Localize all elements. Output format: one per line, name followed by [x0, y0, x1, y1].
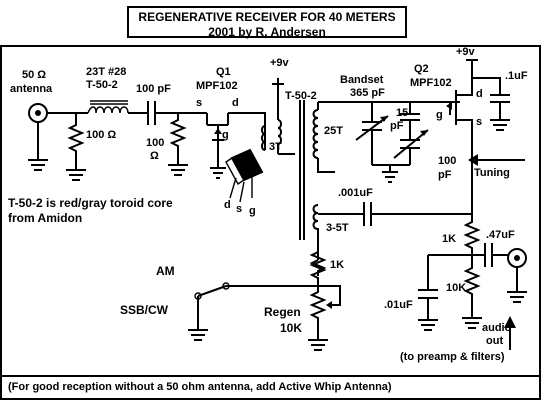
coil-3t — [261, 84, 282, 154]
c15-unit-label: pF — [390, 120, 404, 132]
q2-g-label: g — [436, 109, 443, 121]
pkg-g-label: g — [249, 205, 256, 217]
tuning-arrow — [420, 130, 428, 136]
cap-100pf — [147, 101, 156, 125]
res-1k-b-label: 1K — [442, 233, 457, 245]
q2-s-label: s — [476, 116, 483, 128]
audio-label-1: audio — [482, 322, 512, 334]
regen-value-label: 10K — [280, 321, 303, 335]
q1-g-label: g — [222, 129, 229, 141]
bandset-value-label: 365 pF — [350, 87, 385, 99]
note-line2: from Amidon — [8, 211, 83, 225]
res-10k — [462, 255, 482, 329]
plus9v-1-label: +9v — [270, 57, 289, 69]
res-10k-label: 10K — [446, 282, 467, 294]
q1-d-label: d — [232, 97, 239, 109]
antenna-label: antenna — [10, 83, 53, 95]
plus9v-2-label: +9v — [456, 46, 475, 58]
title: REGENERATIVE RECEIVER FOR 40 METERS — [138, 10, 396, 24]
antenna-ohms-label: 50 Ω — [22, 69, 47, 81]
c100-unit-label: pF — [438, 169, 452, 181]
pot-regen — [308, 285, 328, 351]
cap-tuning — [393, 128, 429, 165]
res-1k-a-label: 1K — [330, 259, 345, 271]
regen-wiper — [318, 285, 341, 306]
coil-23t — [87, 100, 129, 114]
cap-01uf-top — [472, 77, 510, 131]
tuning-ground — [372, 164, 410, 183]
cap-47uf-label: .47uF — [486, 229, 515, 241]
three-t-label: 3T — [269, 141, 282, 153]
coil-25t — [312, 109, 319, 159]
am-label: AM — [156, 264, 175, 278]
audio-out-connector — [507, 248, 527, 268]
c100-label: 100 — [438, 155, 457, 167]
audio-arrow-head — [504, 316, 516, 328]
res2-unit-label: Ω — [150, 150, 159, 162]
twentyfive-t-label: 25T — [324, 125, 343, 137]
wire-25t — [317, 101, 460, 173]
q1-fet — [206, 113, 229, 179]
res-100-gate — [168, 113, 188, 176]
title-box: REGENERATIVE RECEIVER FOR 40 METERS 2001… — [127, 6, 407, 39]
cap-001uf — [318, 202, 472, 226]
c15-label: 15 — [396, 107, 409, 119]
coil1-core-label: T-50-2 — [86, 79, 118, 91]
res2-value-label: 100 — [146, 137, 165, 149]
cap-15pf — [400, 102, 420, 128]
q1-label: Q1 — [216, 66, 231, 78]
subtitle: 2001 by R. Andersen — [208, 25, 326, 39]
cap-001uf-label: .001uF — [338, 187, 373, 199]
t50-2-label: T-50-2 — [285, 90, 317, 102]
ssb-cw-label: SSB/CW — [120, 303, 168, 317]
fet-package — [225, 148, 264, 203]
res-1k-regen — [309, 248, 327, 285]
cap1-label: 100 pF — [136, 83, 171, 95]
q2-d-label: d — [476, 88, 483, 100]
coil1-turns-label: 23T #28 — [86, 66, 127, 78]
res1-label: 100 Ω — [86, 129, 117, 141]
note-line1: T-50-2 is red/gray toroid core — [8, 196, 173, 210]
toroid-core — [299, 100, 305, 240]
q2-part-label: MPF102 — [410, 77, 452, 89]
schematic-frame — [0, 45, 541, 400]
antenna-connector — [28, 103, 48, 123]
audio-label-2: out — [486, 335, 504, 347]
switch-ground — [188, 296, 208, 341]
q1-part-label: MPF102 — [196, 80, 238, 92]
pkg-s-label: s — [236, 203, 243, 215]
footer-note: (For good reception without a 50 ohm ant… — [8, 381, 392, 393]
switch-blade — [197, 285, 227, 297]
cap-01uf-top-label: .1uF — [505, 70, 528, 82]
q2-label: Q2 — [414, 63, 429, 75]
three-five-t-label: 3-5T — [326, 222, 349, 234]
tuning-label: Tuning — [474, 167, 510, 179]
wire-q1d — [228, 112, 266, 150]
res-100-ant — [66, 113, 86, 181]
plus9v-1-rail — [272, 78, 284, 85]
cap-01uf-b-label: .01uF — [384, 299, 413, 311]
antenna-ground — [28, 122, 48, 171]
preamp-label: (to preamp & filters) — [400, 351, 505, 363]
switch-contact-am — [222, 282, 230, 290]
cap-01uf-b — [418, 254, 472, 331]
res-1k-q2 — [463, 205, 481, 255]
cap-bandset — [355, 102, 389, 165]
q1-s-label: s — [196, 97, 203, 109]
bandset-label: Bandset — [340, 74, 384, 86]
regen-wiper-arrow — [326, 301, 332, 309]
pkg-d-label: d — [224, 199, 231, 211]
bandset-arrow — [380, 116, 388, 122]
audio-ground — [507, 267, 527, 303]
regen-label: Regen — [264, 305, 301, 319]
footer-divider — [0, 375, 541, 400]
cap-47uf — [472, 243, 508, 267]
